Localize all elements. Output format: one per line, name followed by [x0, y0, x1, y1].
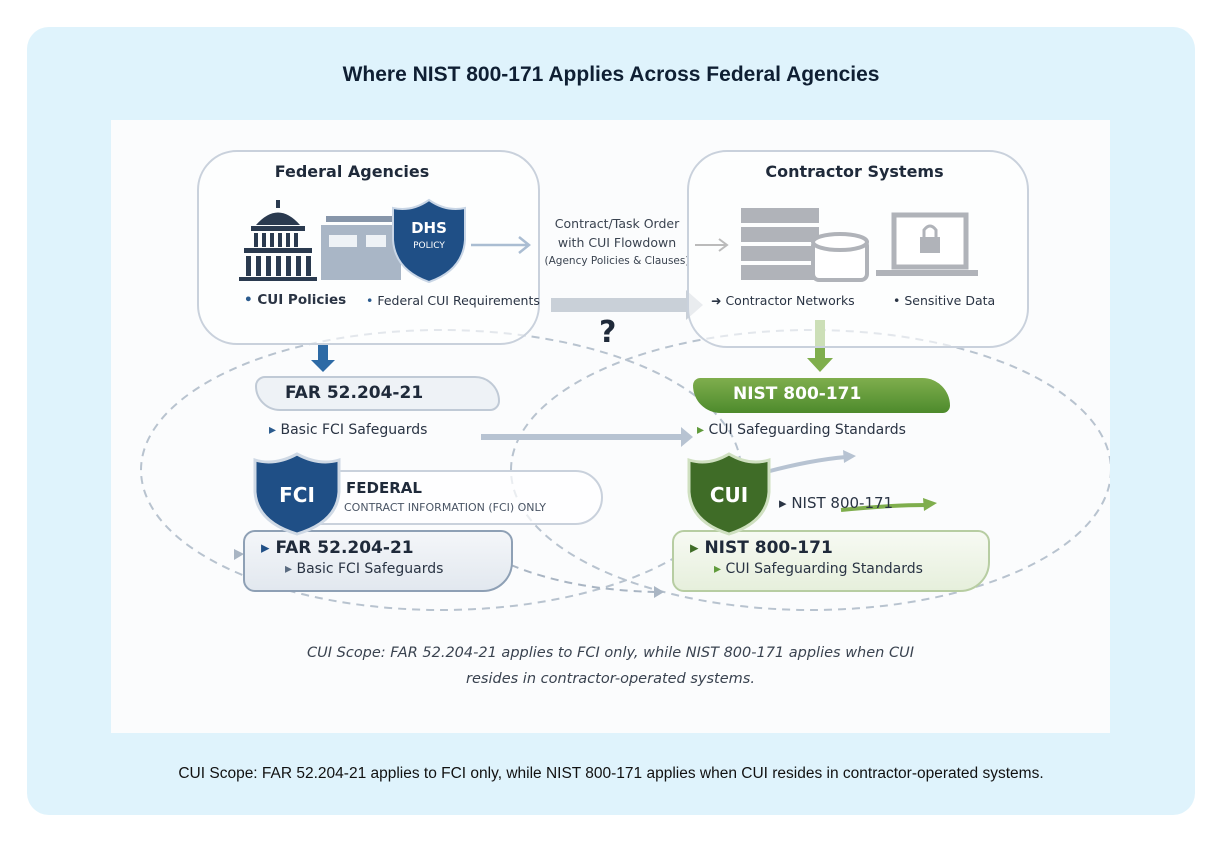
flow-line: Contract/Task Order	[554, 216, 680, 231]
contractor-systems-box	[687, 150, 1029, 348]
scope-line: CUI Scope: FAR 52.204-21 applies to FCI …	[307, 645, 914, 661]
fci-line1: FEDERAL	[346, 479, 422, 497]
arrow-head	[923, 498, 937, 511]
scope-note: CUI Scope: FAR 52.204-21 applies to FCI …	[111, 640, 1110, 692]
cui-nist-label: ▸ NIST 800-171	[779, 494, 894, 512]
fci-line2: CONTRACT INFORMATION (FCI) ONLY	[344, 501, 546, 514]
bullet-contractor-networks: ➜ Contractor Networks	[711, 293, 855, 308]
federal-agencies-title: Federal Agencies	[274, 162, 430, 181]
gray-flow-arrow	[551, 290, 703, 320]
cui-up-arrow	[840, 503, 927, 512]
question-mark: ?	[599, 315, 617, 350]
nist-bottom-sub: ▸ CUI Safeguarding Standards	[714, 561, 923, 577]
far-bottom-title: ▸ FAR 52.204-21	[261, 538, 414, 558]
bullet-federal-requirements: • Federal CUI Requirements	[366, 293, 540, 308]
cui-to-standards-arrow	[765, 455, 847, 474]
flow-line: (Agency Policies & Clauses)	[544, 255, 690, 267]
contractor-systems-title: Contractor Systems	[765, 162, 944, 181]
fci-label-box: FEDERAL CONTRACT INFORMATION (FCI) ONLY	[290, 470, 603, 525]
far-bottom-box: ▸ FAR 52.204-21 ▸ Basic FCI Safeguards	[243, 530, 513, 592]
bullet-sensitive-data: • Sensitive Data	[893, 293, 996, 308]
flow-label: Contract/Task Order with CUI Flowdown (A…	[531, 214, 703, 271]
dashed-arrow-head	[654, 586, 664, 598]
far-top-banner: FAR 52.204-21	[255, 376, 500, 411]
blue-down-arrow	[311, 345, 335, 372]
figure-title: Where NIST 800-171 Applies Across Federa…	[342, 63, 880, 86]
dashed-arrow	[510, 564, 657, 593]
figure-caption: CUI Scope: FAR 52.204-21 applies to FCI …	[178, 765, 1044, 782]
far-top-title: FAR 52.204-21	[285, 383, 424, 403]
scope-line: resides in contractor-operated systems.	[466, 671, 755, 687]
figure-card: Where NIST 800-171 Applies Across Federa…	[27, 27, 1195, 815]
arrow-head	[843, 450, 856, 463]
far-bottom-sub: ▸ Basic FCI Safeguards	[285, 561, 444, 577]
nist-top-banner: NIST 800-171	[693, 378, 950, 413]
dashed-arrow-head	[234, 549, 244, 560]
far-to-nist-arrow	[481, 427, 693, 447]
far-top-sub: ▸ Basic FCI Safeguards	[269, 422, 428, 438]
bullet-cui-policies: • CUI Policies	[244, 292, 347, 308]
diagram: Federal Agencies • CUI Policies • Federa…	[111, 120, 1110, 733]
nist-bottom-title: ▸ NIST 800-171	[690, 538, 833, 558]
nist-top-sub: ▸ CUI Safeguarding Standards	[697, 422, 906, 438]
flow-line: with CUI Flowdown	[557, 235, 677, 250]
nist-bottom-box: ▸ NIST 800-171 ▸ CUI Safeguarding Standa…	[672, 530, 990, 592]
nist-top-title: NIST 800-171	[733, 384, 862, 404]
